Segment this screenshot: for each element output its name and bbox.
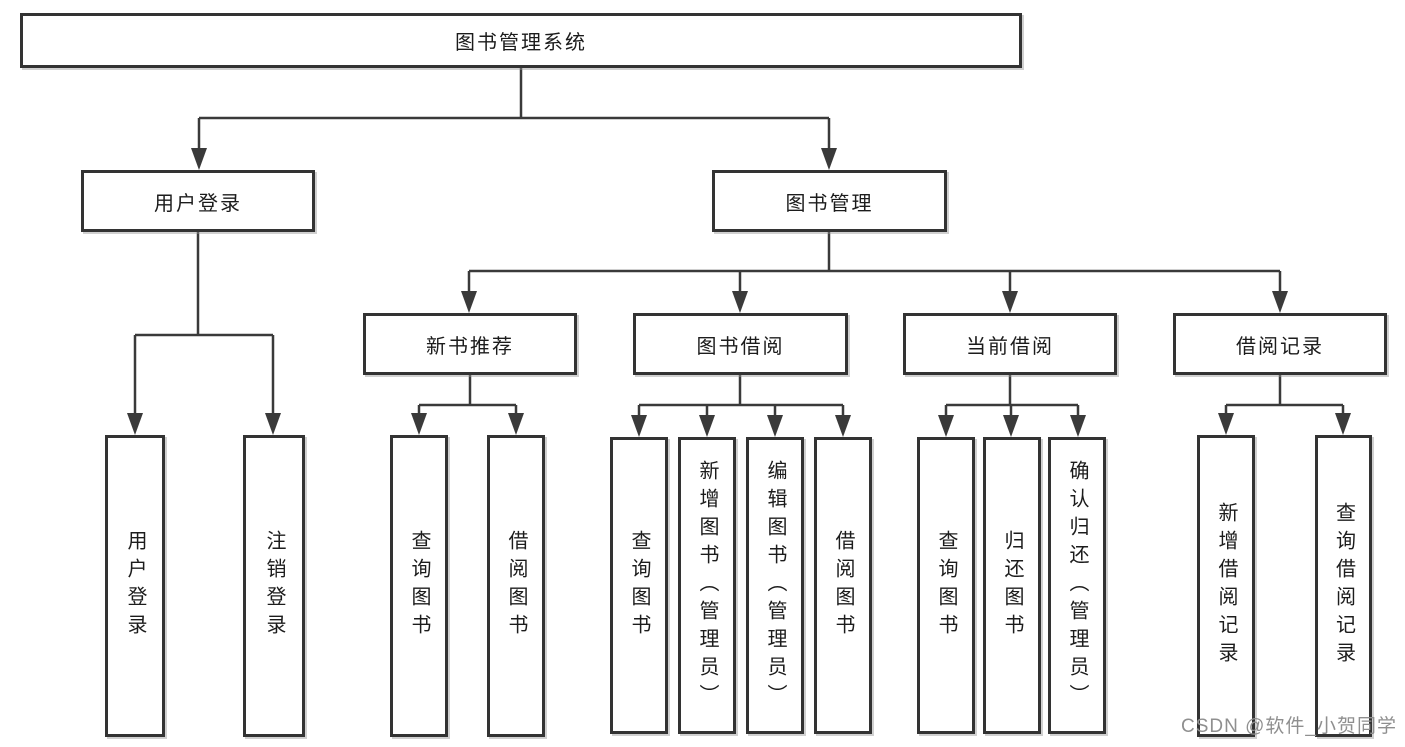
leaf-label: 查询图书 xyxy=(628,529,650,642)
leaf-label: 归还图书 xyxy=(1001,529,1023,642)
node-new-book-recommend: 新书推荐 xyxy=(363,313,577,375)
connector-paths xyxy=(133,68,1345,419)
leaf-query-books-recommend: 查询图书 xyxy=(390,435,448,737)
leaf-label: 新增借阅记录 xyxy=(1215,502,1237,670)
node-book-management: 图书管理 xyxy=(712,170,947,232)
leaf-confirm-return-admin: 确认归还（管理员） xyxy=(1048,437,1106,734)
arrowheads xyxy=(127,148,1351,437)
watermark: CSDN @软件_小贺同学 xyxy=(1181,716,1397,737)
leaf-label: 查询图书 xyxy=(408,530,430,642)
leaf-label: 新增图书（管理员） xyxy=(696,459,718,712)
node-label: 当前借阅 xyxy=(966,335,1054,358)
node-label: 图书管理 xyxy=(785,192,874,215)
node-library-system: 图书管理系统 xyxy=(20,13,1022,68)
leaf-label: 借阅图书 xyxy=(505,530,527,642)
node-label: 借阅记录 xyxy=(1236,335,1324,358)
leaf-label: 查询借阅记录 xyxy=(1332,502,1355,670)
node-user-login: 用户登录 xyxy=(81,170,315,232)
node-label: 图书管理系统 xyxy=(455,32,587,54)
node-current-borrow: 当前借阅 xyxy=(903,313,1117,375)
leaf-label: 编辑图书（管理员） xyxy=(764,459,786,712)
leaf-label: 借阅图书 xyxy=(832,529,854,642)
leaf-label: 查询图书 xyxy=(935,529,957,642)
leaf-user-login: 用户登录 xyxy=(105,435,165,737)
leaf-query-borrow-record: 查询借阅记录 xyxy=(1315,435,1372,737)
leaf-label: 注销登录 xyxy=(263,530,285,642)
node-label: 图书借阅 xyxy=(696,335,785,358)
leaf-add-borrow-record: 新增借阅记录 xyxy=(1197,435,1255,737)
node-label: 新书推荐 xyxy=(426,335,514,358)
leaf-edit-book-admin: 编辑图书（管理员） xyxy=(746,437,804,734)
leaf-query-books-current: 查询图书 xyxy=(917,437,975,734)
node-borrow-records: 借阅记录 xyxy=(1173,313,1387,375)
leaf-logout: 注销登录 xyxy=(243,435,305,737)
leaf-add-book-admin: 新增图书（管理员） xyxy=(678,437,736,734)
leaf-borrow-books: 借阅图书 xyxy=(814,437,872,734)
leaf-borrow-books-recommend: 借阅图书 xyxy=(487,435,545,737)
leaf-label: 用户登录 xyxy=(124,530,146,642)
leaf-query-books-borrow: 查询图书 xyxy=(610,437,668,734)
leaf-return-book: 归还图书 xyxy=(983,437,1041,734)
leaf-label: 确认归还（管理员） xyxy=(1066,459,1088,712)
node-book-borrow: 图书借阅 xyxy=(633,313,848,375)
node-label: 用户登录 xyxy=(154,192,242,215)
